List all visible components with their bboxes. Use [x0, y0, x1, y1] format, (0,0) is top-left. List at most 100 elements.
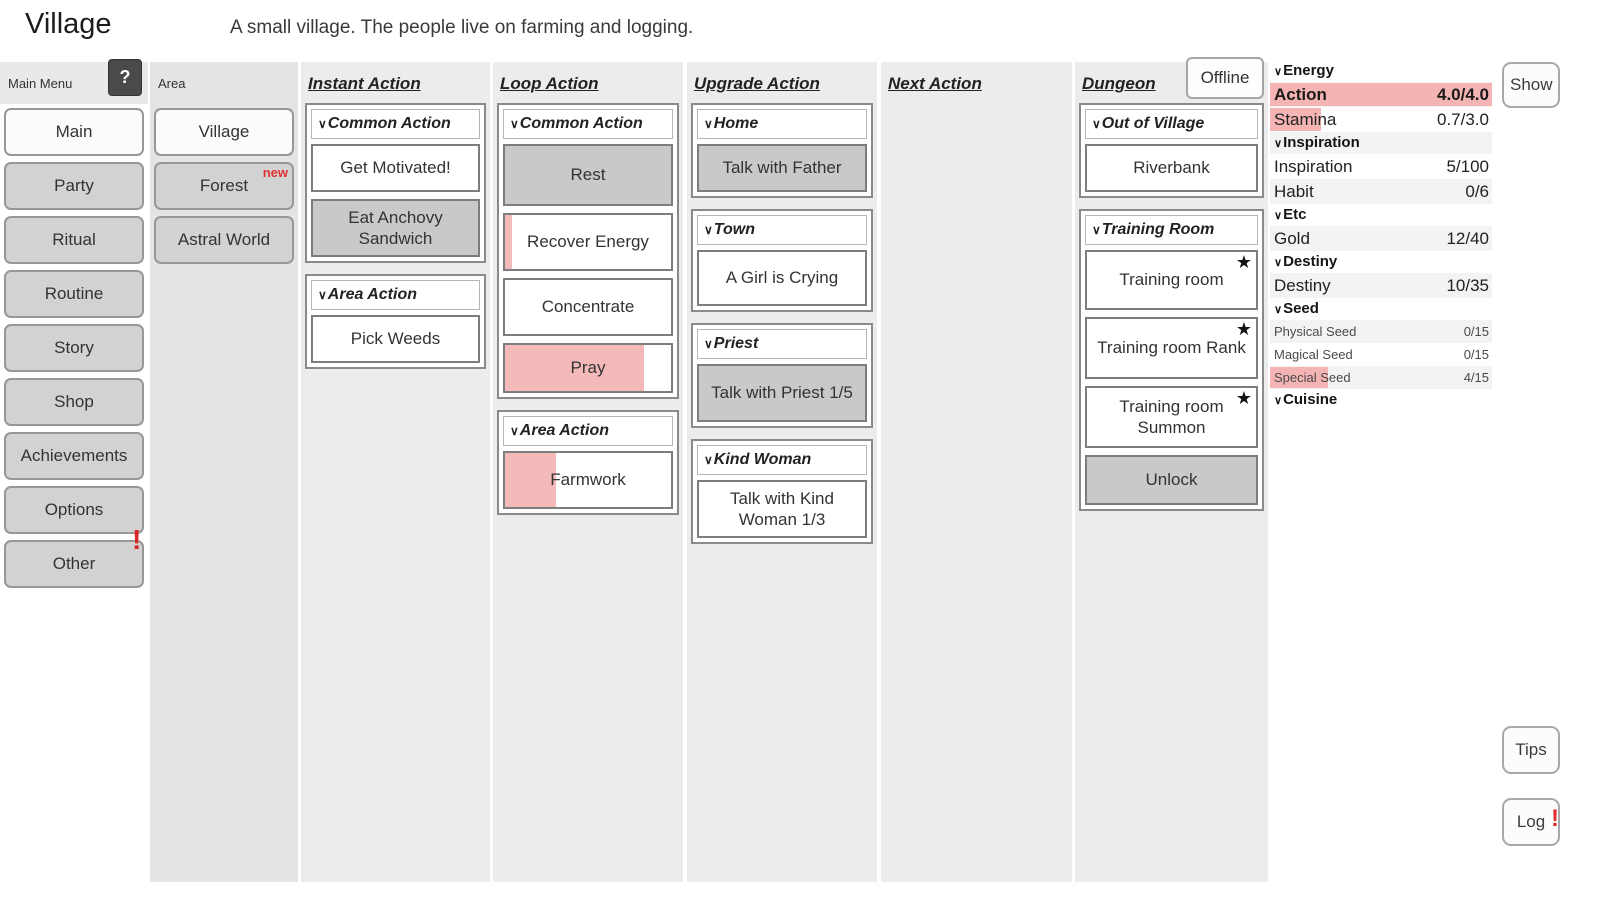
stat-row-destiny: Destiny 10/35	[1270, 273, 1492, 298]
stat-section-seed[interactable]: ∨Seed	[1270, 298, 1492, 320]
action-rest[interactable]: Rest	[503, 144, 673, 206]
stat-section-etc[interactable]: ∨Etc	[1270, 204, 1492, 226]
action-pray[interactable]: Pray	[503, 343, 673, 393]
menu-item-shop[interactable]: Shop	[4, 378, 144, 426]
stat-label: Inspiration	[1274, 157, 1353, 176]
group-header-home[interactable]: ∨Home	[697, 109, 867, 139]
chevron-down-icon: ∨	[1274, 395, 1283, 407]
stat-row-habit: Habit 0/6	[1270, 179, 1492, 204]
stat-section-energy[interactable]: ∨Energy	[1270, 60, 1492, 82]
menu-item-achievements[interactable]: Achievements	[4, 432, 144, 480]
stat-row-magical-seed: Magical Seed 0/15	[1270, 343, 1492, 366]
menu-item-other[interactable]: Other	[4, 540, 144, 588]
upgrade-priest-group: ∨Priest Talk with Priest 1/5	[691, 323, 873, 428]
dungeon-training-room-summon[interactable]: Training room Summon ★	[1085, 386, 1258, 448]
dungeon-riverbank[interactable]: Riverbank	[1085, 144, 1258, 192]
action-label: Riverbank	[1133, 158, 1210, 178]
stat-label: Stamina	[1274, 110, 1337, 129]
stat-label: Physical Seed	[1274, 324, 1357, 339]
action-a-girl-is-crying[interactable]: A Girl is Crying	[697, 250, 867, 306]
group-header-kind-woman[interactable]: ∨Kind Woman	[697, 445, 867, 475]
group-header-out-of-village[interactable]: ∨Out of Village	[1085, 109, 1258, 139]
menu-item-ritual[interactable]: Ritual	[4, 216, 144, 264]
stat-section-destiny[interactable]: ∨Destiny	[1270, 251, 1492, 273]
stat-value: 0/6	[1465, 182, 1489, 201]
stat-section-inspiration[interactable]: ∨Inspiration	[1270, 132, 1492, 154]
action-recover-energy[interactable]: Recover Energy	[503, 213, 673, 271]
chevron-down-icon: ∨	[1092, 223, 1101, 237]
stat-value: 0/15	[1463, 324, 1489, 339]
action-label: Training room	[1119, 270, 1224, 290]
action-label: Eat Anchovy Sandwich	[348, 207, 443, 248]
help-button[interactable]: ?	[108, 59, 142, 96]
group-header-area-action[interactable]: ∨Area Action	[503, 416, 673, 446]
action-label: Talk with Priest 1/5	[711, 383, 853, 403]
stat-value: 4/15	[1463, 370, 1489, 385]
chevron-down-icon: ∨	[318, 288, 327, 302]
area-item-astral-world[interactable]: Astral World	[154, 216, 294, 264]
stat-row-inspiration: Inspiration 5/100	[1270, 154, 1492, 179]
upgrade-action-column: Upgrade Action ∨Home Talk with Father ∨T…	[687, 62, 877, 882]
stat-label: Habit	[1274, 182, 1314, 201]
stat-progress-fill	[1270, 83, 1492, 106]
main-menu-label: Main Menu	[8, 76, 73, 91]
action-label: Pick Weeds	[350, 329, 441, 349]
star-icon: ★	[1235, 388, 1252, 408]
dungeon-training-room-rank[interactable]: Training room Rank ★	[1085, 317, 1258, 379]
loop-area-action-group: ∨Area Action Farmwork	[497, 410, 679, 515]
next-action-title: Next Action	[888, 74, 982, 93]
offline-button[interactable]: Offline	[1186, 57, 1264, 99]
stats-panel: ∨Energy Action 4.0/4.0 Stamina 0.7/3.0 ∨…	[1270, 60, 1492, 411]
action-talk-with-priest[interactable]: Talk with Priest 1/5	[697, 364, 867, 422]
log-button-label: Log	[1516, 812, 1546, 831]
stat-section-label: Etc	[1283, 206, 1307, 223]
chevron-down-icon: ∨	[510, 424, 519, 438]
menu-item-options[interactable]: Options	[4, 486, 144, 534]
area-column: Area Village Forest new Astral World	[150, 62, 298, 882]
progress-fill	[505, 345, 645, 391]
group-header-common-action[interactable]: ∨Common Action	[311, 109, 480, 139]
tips-button[interactable]: Tips	[1502, 726, 1560, 774]
action-get-motivated[interactable]: Get Motivated!	[311, 144, 480, 192]
group-title: Priest	[713, 335, 759, 352]
action-label: Concentrate	[541, 297, 635, 317]
dungeon-training-room-group: ∨Training Room Training room ★ Training …	[1079, 209, 1264, 511]
show-button[interactable]: Show	[1502, 62, 1560, 108]
stat-section-cuisine[interactable]: ∨Cuisine	[1270, 389, 1492, 411]
loop-action-column: Loop Action ∨Common Action Rest Recover …	[493, 62, 683, 882]
menu-item-story[interactable]: Story	[4, 324, 144, 372]
group-header-common-action[interactable]: ∨Common Action	[503, 109, 673, 139]
page-title: Village	[25, 8, 112, 40]
menu-item-main[interactable]: Main	[4, 108, 144, 156]
action-label: A Girl is Crying	[725, 268, 839, 288]
upgrade-kind-woman-group: ∨Kind Woman Talk with Kind Woman 1/3	[691, 439, 873, 544]
action-label: Talk with Father	[722, 158, 842, 178]
stat-section-label: Seed	[1283, 300, 1319, 317]
area-item-forest-label: Forest	[199, 176, 249, 195]
area-item-village[interactable]: Village	[154, 108, 294, 156]
menu-item-routine[interactable]: Routine	[4, 270, 144, 318]
stat-value: 0/15	[1463, 347, 1489, 362]
group-header-town[interactable]: ∨Town	[697, 215, 867, 245]
dungeon-unlock[interactable]: Unlock	[1085, 455, 1258, 505]
menu-item-party[interactable]: Party	[4, 162, 144, 210]
group-header-priest[interactable]: ∨Priest	[697, 329, 867, 359]
log-button[interactable]: Log !	[1502, 798, 1560, 846]
group-header-training-room[interactable]: ∨Training Room	[1085, 215, 1258, 245]
action-concentrate[interactable]: Concentrate	[503, 278, 673, 336]
action-talk-with-kind-woman[interactable]: Talk with Kind Woman 1/3	[697, 480, 867, 538]
group-header-area-action[interactable]: ∨Area Action	[311, 280, 480, 310]
stat-value: 10/35	[1446, 276, 1489, 295]
stat-row-action: Action 4.0/4.0	[1270, 82, 1492, 107]
action-eat-anchovy-sandwich[interactable]: Eat Anchovy Sandwich	[311, 199, 480, 257]
area-item-forest[interactable]: Forest new	[154, 162, 294, 210]
upgrade-action-title: Upgrade Action	[694, 74, 820, 93]
stat-value: 4.0/4.0	[1437, 85, 1489, 104]
stat-label: Magical Seed	[1274, 347, 1353, 362]
stat-label: Gold	[1274, 229, 1310, 248]
action-farmwork[interactable]: Farmwork	[503, 451, 673, 509]
action-pick-weeds[interactable]: Pick Weeds	[311, 315, 480, 363]
dungeon-training-room[interactable]: Training room ★	[1085, 250, 1258, 310]
chevron-down-icon: ∨	[510, 117, 519, 131]
action-talk-with-father[interactable]: Talk with Father	[697, 144, 867, 192]
